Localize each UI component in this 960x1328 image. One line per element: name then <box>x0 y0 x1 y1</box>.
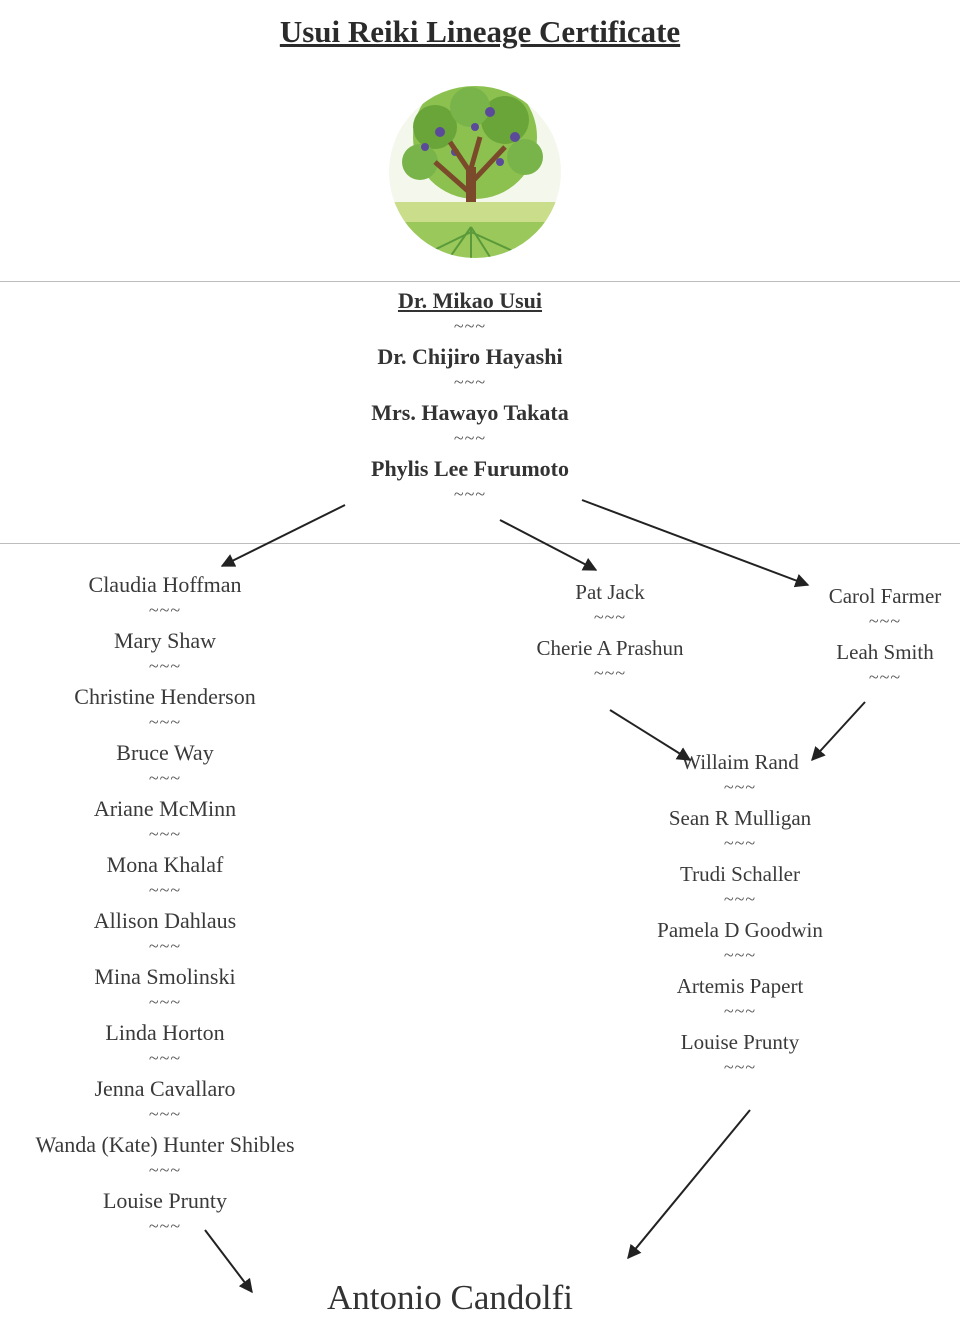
separator: ~~~ <box>868 611 902 631</box>
separator: ~~~ <box>148 1160 182 1180</box>
divider-middle <box>0 543 960 544</box>
separator: ~~~ <box>148 712 182 732</box>
separator: ~~~ <box>453 372 487 392</box>
top-lineage: Dr. Mikao Usui Dr. Chijiro Hayashi Mrs. … <box>280 284 660 508</box>
arrow <box>499 519 598 571</box>
separator: ~~~ <box>148 1104 182 1124</box>
arrow <box>204 1229 253 1294</box>
separator: ~~~ <box>723 1057 757 1077</box>
lineage-name: Dr. Chijiro Hayashi <box>377 344 563 369</box>
lineage-name: Linda Horton <box>105 1020 225 1045</box>
separator: ~~~ <box>148 1048 182 1068</box>
lineage-name: Mina Smolinski <box>94 964 236 989</box>
lineage-name: Dr. Mikao Usui <box>397 288 543 313</box>
separator: ~~~ <box>453 428 487 448</box>
separator: ~~~ <box>723 777 757 797</box>
lineage-name: Bruce Way <box>116 740 214 765</box>
lineage-name: Louise Prunty <box>680 1030 800 1054</box>
arrow <box>811 701 866 762</box>
final-name: Antonio Candolfi <box>327 1278 573 1317</box>
lineage-name: Leah Smith <box>836 640 934 664</box>
separator: ~~~ <box>148 992 182 1012</box>
middle-branch: Pat Jack Cherie A Prashun ~~~ ~~~ <box>500 575 720 687</box>
lineage-name: Jenna Cavallaro <box>94 1076 236 1101</box>
separator: ~~~ <box>723 889 757 909</box>
lineage-name: Sean R Mulligan <box>668 806 812 830</box>
separator: ~~~ <box>593 607 627 627</box>
separator: ~~~ <box>148 600 182 620</box>
separator: ~~~ <box>148 656 182 676</box>
separator: ~~~ <box>148 880 182 900</box>
arrow <box>581 499 810 588</box>
separator: ~~~ <box>148 1216 182 1236</box>
lineage-name: Artemis Papert <box>676 974 804 998</box>
divider-top <box>0 281 960 282</box>
arrow <box>609 709 692 761</box>
lineage-name: Willaim Rand <box>681 750 799 774</box>
separator: ~~~ <box>453 484 487 504</box>
lineage-name: Phylis Lee Furumoto <box>371 456 569 481</box>
lineage-name: Allison Dahlaus <box>93 908 237 933</box>
separator: ~~~ <box>868 667 902 687</box>
lineage-name: Louise Prunty <box>102 1188 228 1213</box>
separator: ~~~ <box>453 316 487 336</box>
lineage-name: Mrs. Hawayo Takata <box>371 400 569 425</box>
arrow <box>627 1109 751 1260</box>
separator: ~~~ <box>723 833 757 853</box>
arrow <box>220 504 346 567</box>
tree-of-life-logo <box>389 86 561 258</box>
lineage-name: Christine Henderson <box>74 684 256 709</box>
right-branch: Carol Farmer Leah Smith ~~~ ~~~ <box>800 579 960 691</box>
separator: ~~~ <box>593 663 627 683</box>
separator: ~~~ <box>148 768 182 788</box>
separator: ~~~ <box>148 936 182 956</box>
lineage-name: Mona Khalaf <box>106 852 224 877</box>
certificate-title: Usui Reiki Lineage Certificate <box>279 14 681 49</box>
separator: ~~~ <box>148 824 182 844</box>
lineage-name: Mary Shaw <box>113 628 217 653</box>
lineage-name: Pamela D Goodwin <box>657 918 823 942</box>
lineage-name: Pat Jack <box>575 580 645 604</box>
separator: ~~~ <box>723 1001 757 1021</box>
right-lineage: Willaim Rand Sean R Mulligan Trudi Schal… <box>610 745 870 1081</box>
lineage-name: Wanda (Kate) Hunter Shibles <box>35 1132 295 1157</box>
left-lineage: Claudia Hoffman Mary Shaw Christine Hend… <box>0 568 330 1240</box>
lineage-name: Carol Farmer <box>828 584 942 608</box>
lineage-name: Cherie A Prashun <box>536 636 684 660</box>
lineage-name: Trudi Schaller <box>680 862 800 886</box>
separator: ~~~ <box>723 945 757 965</box>
lineage-name: Claudia Hoffman <box>88 572 242 597</box>
lineage-name: Ariane McMinn <box>93 796 237 821</box>
